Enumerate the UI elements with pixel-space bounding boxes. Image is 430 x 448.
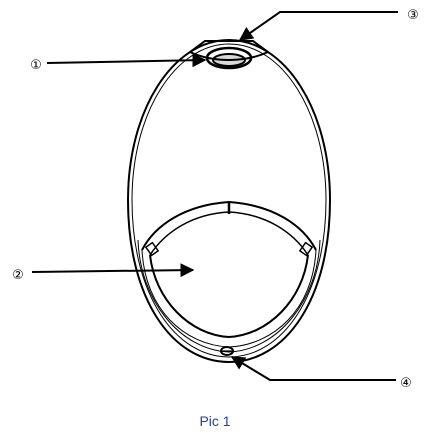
window-clip-left — [144, 241, 160, 257]
callout-2: ② — [12, 268, 24, 283]
top-port-opening — [205, 46, 253, 70]
screw-head — [220, 346, 234, 356]
window-clip-right — [298, 241, 314, 257]
shell-side-contour — [137, 239, 321, 353]
leader-1 — [46, 53, 207, 68]
device-body — [126, 38, 332, 364]
leader-4 — [230, 356, 396, 381]
leaders — [31, 11, 398, 381]
window-bowl — [149, 254, 309, 339]
window-frame-outer — [141, 200, 317, 251]
callout-labels: ① ② ③ ④ — [12, 8, 419, 391]
callout-3: ③ — [407, 8, 419, 23]
outer-shell — [126, 38, 332, 364]
bottom-screw — [220, 346, 234, 356]
callout-1: ① — [30, 58, 42, 73]
shell-inner-edge — [131, 43, 327, 358]
callout-4: ④ — [400, 376, 412, 391]
figure-caption: Pic 1 — [199, 413, 231, 429]
lower-window — [141, 200, 317, 348]
leader-3 — [238, 11, 398, 41]
top-port-inner — [212, 53, 246, 67]
leader-2 — [31, 263, 195, 278]
